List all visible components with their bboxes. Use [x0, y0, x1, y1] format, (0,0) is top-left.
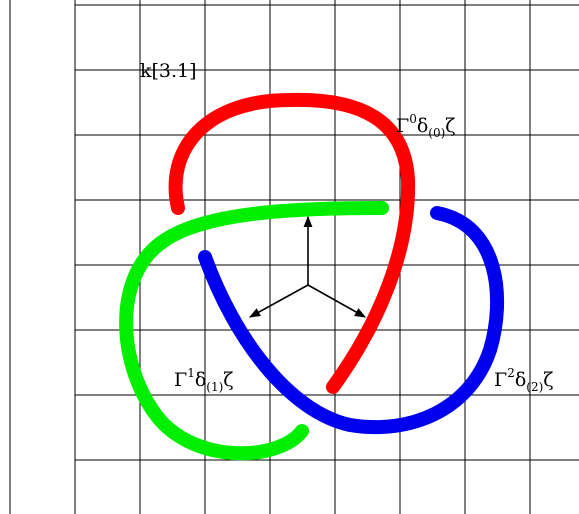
strand-gamma-0: [168, 92, 416, 394]
knot-label: k[3.1]: [140, 60, 197, 82]
lower-left-vector: [249, 284, 309, 318]
label-gamma-2: Γ2δ(2)ζ: [494, 366, 554, 394]
lower-right-vector: [307, 284, 366, 318]
central-vector-star: [249, 215, 366, 318]
strand-gamma-2: [198, 206, 505, 435]
strand-gamma-1: [119, 201, 389, 461]
label-gamma-1: Γ1δ(1)ζ: [174, 366, 234, 394]
label-gamma-0: Γ0δ(0)ζ: [396, 112, 456, 140]
